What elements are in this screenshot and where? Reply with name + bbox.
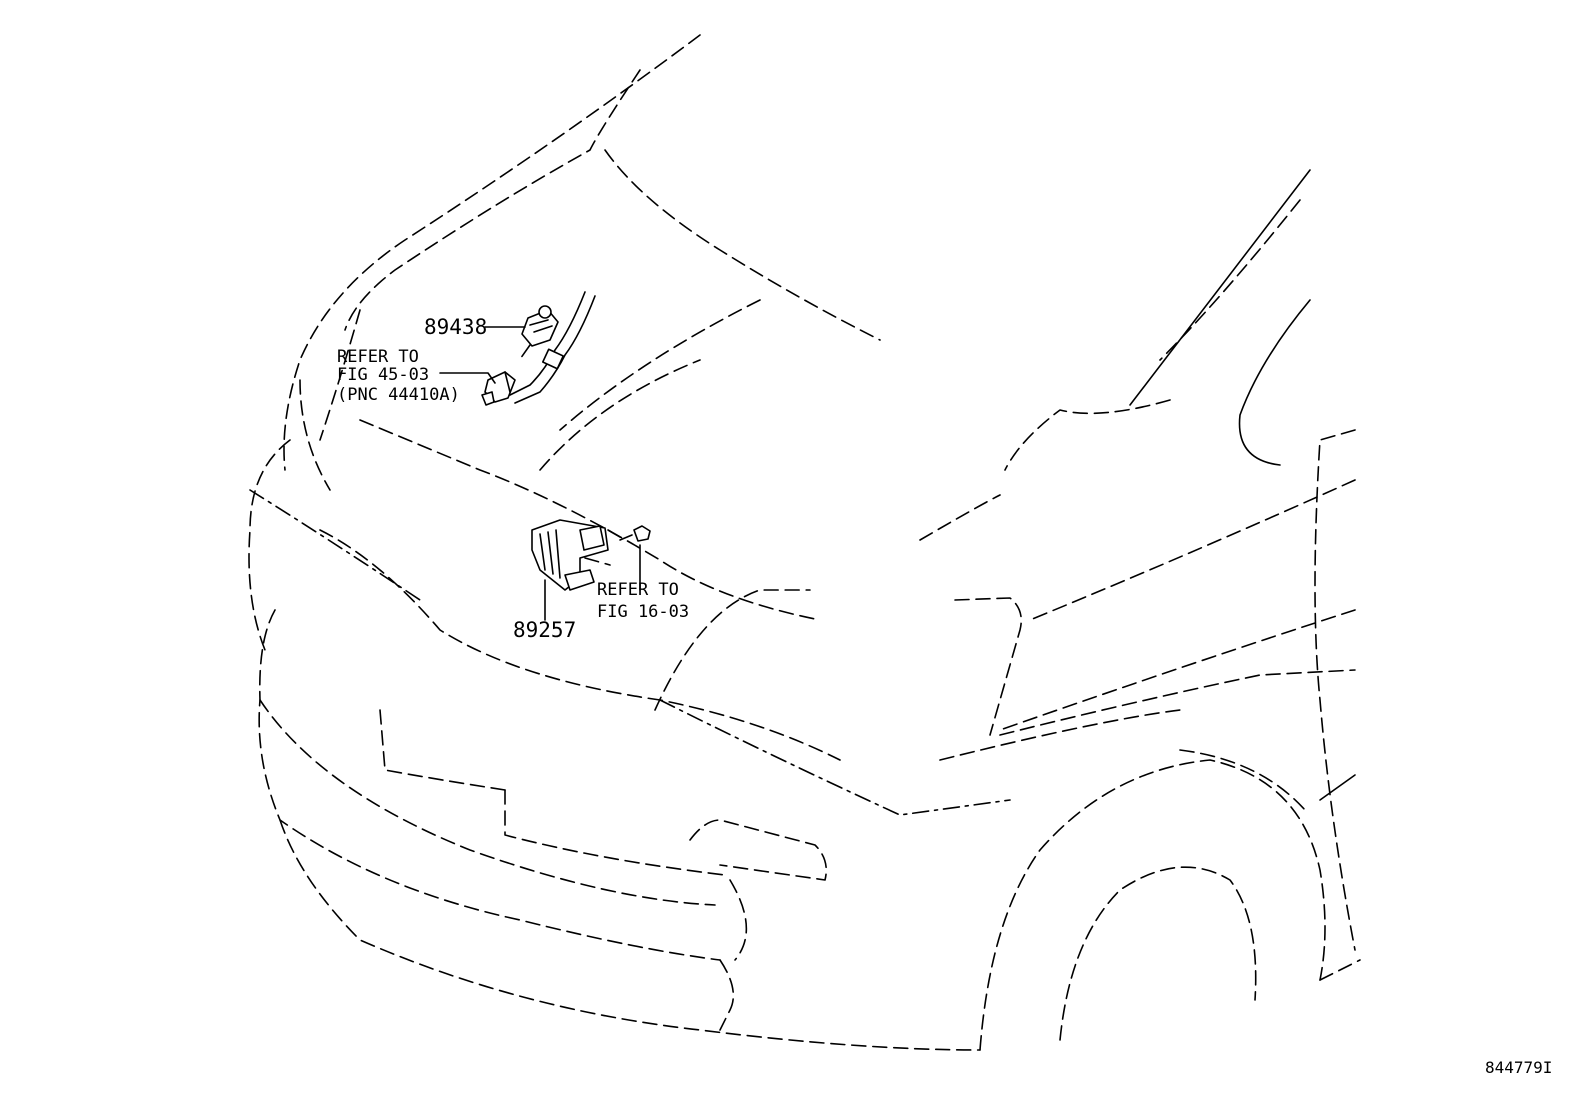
control-module-89257: [531, 519, 651, 591]
vehicle-outline: [248, 34, 1361, 1051]
refer-bracket-line1: REFER TO: [337, 347, 419, 367]
height-sensor-assembly: [481, 291, 596, 406]
refer-bolt-line2: FIG 16-03: [597, 602, 689, 622]
leader-lines: [439, 326, 641, 621]
refer-bracket-line2: FIG 45-03: [337, 365, 429, 385]
callout-89438: 89438: [424, 315, 487, 339]
refer-bracket-line3: (PNC 44410A): [337, 385, 460, 405]
refer-bolt-line1: REFER TO: [597, 580, 679, 600]
callout-89257: 89257: [513, 618, 576, 642]
illustration-code: 844779I: [1485, 1058, 1552, 1077]
